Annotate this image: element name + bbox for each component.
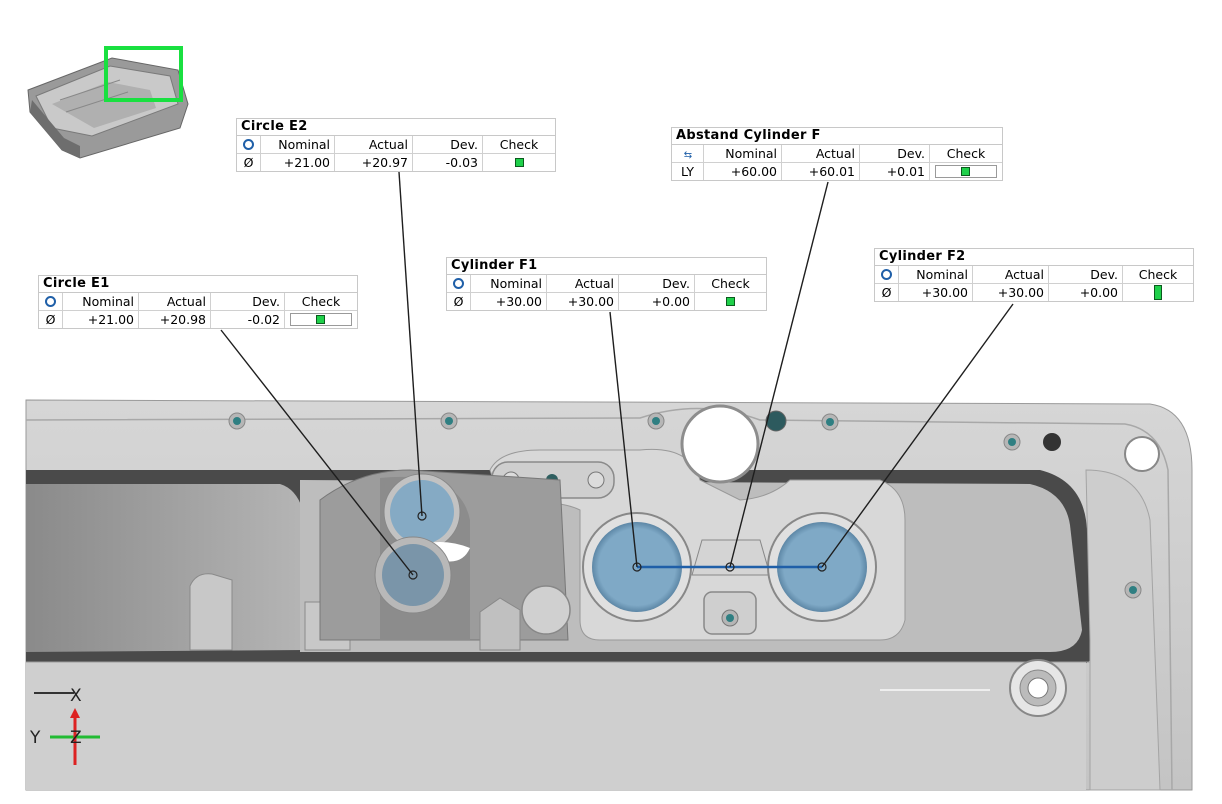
table-header-row: Nominal Actual Dev. Check bbox=[237, 136, 555, 153]
table-row: Ø +30.00 +30.00 +0.00 bbox=[447, 292, 766, 310]
part-thumbnail[interactable] bbox=[27, 46, 189, 159]
table-circle-e1[interactable]: Circle E1 Nominal Actual Dev. Check Ø +2… bbox=[38, 275, 358, 329]
table-header-row: Nominal Actual Dev. Check bbox=[39, 293, 357, 310]
table-cylinder-f1[interactable]: Cylinder F1 Nominal Actual Dev. Check Ø … bbox=[446, 257, 767, 311]
axis-z-label: Z bbox=[70, 728, 82, 748]
circle-icon bbox=[453, 278, 464, 289]
axis-triad bbox=[34, 692, 100, 765]
circle-icon bbox=[45, 296, 56, 307]
table-title: Circle E1 bbox=[39, 276, 357, 293]
table-row: Ø +21.00 +20.97 -0.03 bbox=[237, 153, 555, 171]
table-row: LY +60.00 +60.01 +0.01 bbox=[672, 162, 1002, 180]
table-title: Cylinder F2 bbox=[875, 249, 1193, 266]
table-header-row: Nominal Actual Dev. Check bbox=[447, 275, 766, 292]
leader-lines bbox=[220, 171, 1014, 576]
inner-floor bbox=[26, 484, 305, 652]
table-abstand-cylinder-f[interactable]: Abstand Cylinder F ⇆ Nominal Actual Dev.… bbox=[671, 127, 1003, 181]
check-ok-icon bbox=[316, 315, 325, 324]
check-ok-icon bbox=[726, 297, 735, 306]
table-title: Cylinder F1 bbox=[447, 258, 766, 275]
check-ok-icon bbox=[961, 167, 970, 176]
check-ok-icon bbox=[514, 158, 524, 167]
axis-x-label: X bbox=[70, 686, 82, 706]
table-header-row: Nominal Actual Dev. Check bbox=[875, 266, 1193, 283]
circle-icon bbox=[881, 269, 892, 280]
check-bar bbox=[935, 165, 997, 178]
distance-icon: ⇆ bbox=[683, 150, 692, 161]
table-cylinder-f2[interactable]: Cylinder F2 Nominal Actual Dev. Check Ø … bbox=[874, 248, 1194, 302]
table-title: Abstand Cylinder F bbox=[672, 128, 1002, 145]
table-row: Ø +30.00 +30.00 +0.00 bbox=[875, 283, 1193, 301]
check-bar bbox=[290, 313, 352, 326]
table-header-row: ⇆ Nominal Actual Dev. Check bbox=[672, 145, 1002, 162]
thumbnail-focus-frame bbox=[104, 46, 183, 102]
table-title: Circle E2 bbox=[237, 119, 555, 136]
axis-y-label: Y bbox=[30, 728, 41, 748]
rim-holes bbox=[228, 410, 1160, 599]
check-ok-icon bbox=[1154, 285, 1162, 300]
table-row: Ø +21.00 +20.98 -0.02 bbox=[39, 310, 357, 328]
circle-icon bbox=[243, 139, 254, 150]
table-circle-e2[interactable]: Circle E2 Nominal Actual Dev. Check Ø +2… bbox=[236, 118, 556, 172]
